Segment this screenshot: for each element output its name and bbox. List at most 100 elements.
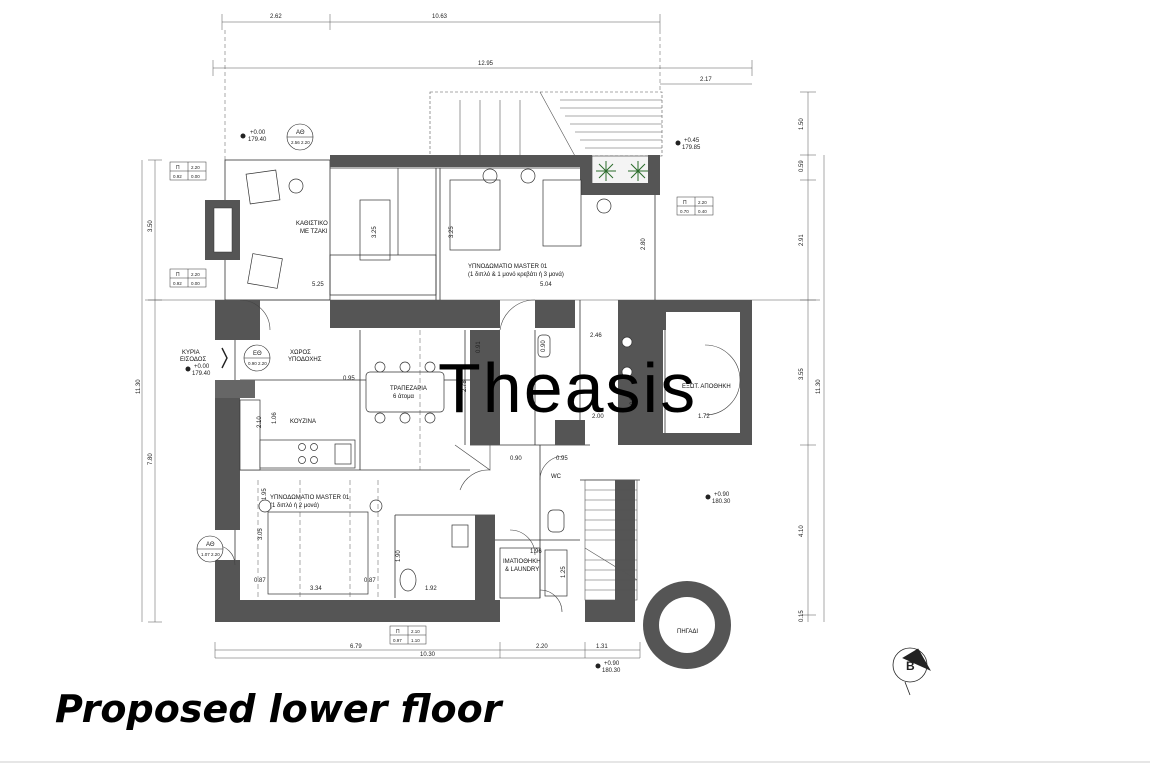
dim-280: 2.80	[641, 238, 647, 250]
dim-504: 5.04	[540, 282, 552, 288]
level-entrance-2: 179.40	[192, 371, 211, 377]
room-living-line2: ΜΕ ΤΖΑΚΙ	[300, 229, 328, 235]
watermark: Theasis	[438, 349, 697, 427]
door-swings	[214, 299, 741, 613]
door-tags	[196, 123, 314, 563]
dim-095b: 0.95	[556, 456, 568, 462]
dim-bottom-679: 6.79	[350, 644, 362, 650]
level-right-2: 180.30	[712, 499, 731, 505]
dim-210: 2.10	[257, 416, 263, 428]
bedroom-top-furniture	[449, 168, 612, 251]
kitchen-counter	[239, 399, 356, 471]
w1-w: 0.92	[173, 174, 182, 179]
room-entrance-line1: ΚΥΡΙΑ	[182, 350, 200, 356]
dimension-lines	[141, 14, 825, 659]
w2-p: Π	[176, 272, 180, 278]
bedroom-bottom-furniture	[258, 499, 383, 595]
entrance-arrow-icon	[221, 347, 228, 369]
fireplace	[205, 200, 240, 260]
dim-080: 0.80	[630, 393, 636, 405]
w2-s: 0.00	[191, 281, 200, 286]
thick-walls	[215, 155, 752, 622]
planter	[591, 155, 657, 187]
room-wc: WC	[551, 474, 562, 480]
level-bottom-2: 180.30	[602, 668, 621, 674]
dim-right-410: 4.10	[799, 525, 805, 537]
section-marker-label: B	[906, 659, 915, 673]
w1-s: 0.00	[191, 174, 200, 179]
w1-h: 2.20	[191, 165, 200, 170]
dim-325a: 3.25	[372, 226, 378, 238]
level-top-left-1: +0.00	[250, 130, 266, 136]
room-living-line1: ΚΑΘΙΣΤΙΚΟ	[296, 221, 328, 227]
w2-h: 2.20	[191, 272, 200, 277]
dim-bottom-131: 1.31	[596, 644, 608, 650]
level-top-right-1: +0.45	[684, 138, 700, 144]
section-marker	[892, 647, 931, 696]
bathroom-fixtures	[399, 334, 633, 599]
dim-left-1130: 11.30	[136, 379, 142, 394]
dim-top-262: 2.62	[270, 14, 282, 20]
window-tags	[169, 161, 714, 645]
room-master-top-line2: (1 διπλό & 1 μονό κρεβάτι ή 3 μονά)	[468, 271, 564, 278]
dim-right-1130: 11.30	[816, 379, 822, 394]
w4-w: 0.97	[393, 638, 402, 643]
dim-087b: 0.87	[364, 578, 376, 584]
dim-right-150: 1.50	[799, 118, 805, 130]
dim-left-350: 3.50	[148, 220, 154, 232]
w3-s: 0.40	[698, 209, 707, 214]
tag-ao-top-1: ΑΘ	[296, 130, 305, 136]
w4-h: 2.10	[411, 629, 420, 634]
dim-top-1295: 12.95	[478, 61, 494, 67]
dim-305: 3.05	[258, 528, 264, 540]
dim-195: 1.95	[262, 488, 268, 500]
dim-196: 1.96	[530, 549, 542, 555]
room-master-bottom-line1: ΥΠΝΟΔΩΜΑΤΙΟ MASTER 01	[270, 495, 350, 501]
dim-090: 0.90	[510, 456, 522, 462]
reference-lines	[257, 330, 421, 600]
dim-bottom-220: 2.20	[536, 644, 548, 650]
level-markers	[185, 133, 711, 669]
tag-eo-2: 0.90 2.20	[248, 361, 267, 366]
room-dining-line2: 6 άτομα	[393, 393, 415, 400]
level-top-right-2: 179.85	[682, 145, 701, 151]
level-bottom-1: +0.90	[604, 661, 620, 667]
dim-172: 1.72	[698, 414, 710, 420]
dim-left-780: 7.80	[148, 453, 154, 465]
dim-right-291: 2.91	[799, 234, 805, 246]
w3-w: 0.70	[680, 209, 689, 214]
dim-200: 2.00	[592, 414, 604, 420]
room-entrance-line2: ΕΙΣΟΔΟΣ	[180, 357, 206, 363]
room-well: ΠΗΓΑΔΙ	[677, 629, 698, 635]
level-right-1: +0.90	[714, 492, 730, 498]
tag-ao-bottom-2: 1.07 2.20	[201, 552, 220, 557]
room-storage: ΕΞΩΤ. ΑΠΟΘΗΚΗ	[682, 384, 731, 390]
living-furniture	[245, 168, 437, 296]
dim-334: 3.34	[310, 586, 322, 592]
room-laundry-line2: & LAUNDRY	[505, 567, 539, 573]
page-title: Proposed lower floor	[55, 687, 504, 731]
w1-p: Π	[176, 165, 180, 171]
dim-106: 1.06	[272, 412, 278, 424]
dim-087a: 0.87	[254, 578, 266, 584]
dim-top-217: 2.17	[700, 77, 712, 83]
dim-bottom-1030: 10.30	[420, 652, 436, 658]
level-entrance-1: +0.00	[194, 364, 210, 370]
well	[643, 581, 731, 669]
room-dining-line1: ΤΡΑΠΕΖΑΡΙΑ	[390, 386, 427, 392]
w3-p: Π	[683, 200, 687, 206]
room-laundry-line1: ΙΜΑΤΙΟΘΗΚΗ	[503, 559, 541, 565]
dim-325b: 3.25	[449, 226, 455, 238]
side-stairs	[584, 479, 638, 601]
level-top-left-2: 179.40	[248, 137, 267, 143]
w2-w: 0.92	[173, 281, 182, 286]
tag-ao-bottom-1: ΑΘ	[206, 542, 215, 548]
tag-ao-top-2: 2.56 2.20	[291, 140, 310, 145]
dim-right-059: 0.59	[799, 160, 805, 172]
dim-525: 5.25	[312, 282, 324, 288]
dim-top-1063: 10.63	[432, 14, 448, 20]
dim-278: 2.78	[462, 380, 468, 392]
w3-h: 2.20	[698, 200, 707, 205]
room-reception-line2: ΥΠΟΔΟΧΗΣ	[288, 357, 322, 363]
dim-192: 1.92	[425, 586, 437, 592]
